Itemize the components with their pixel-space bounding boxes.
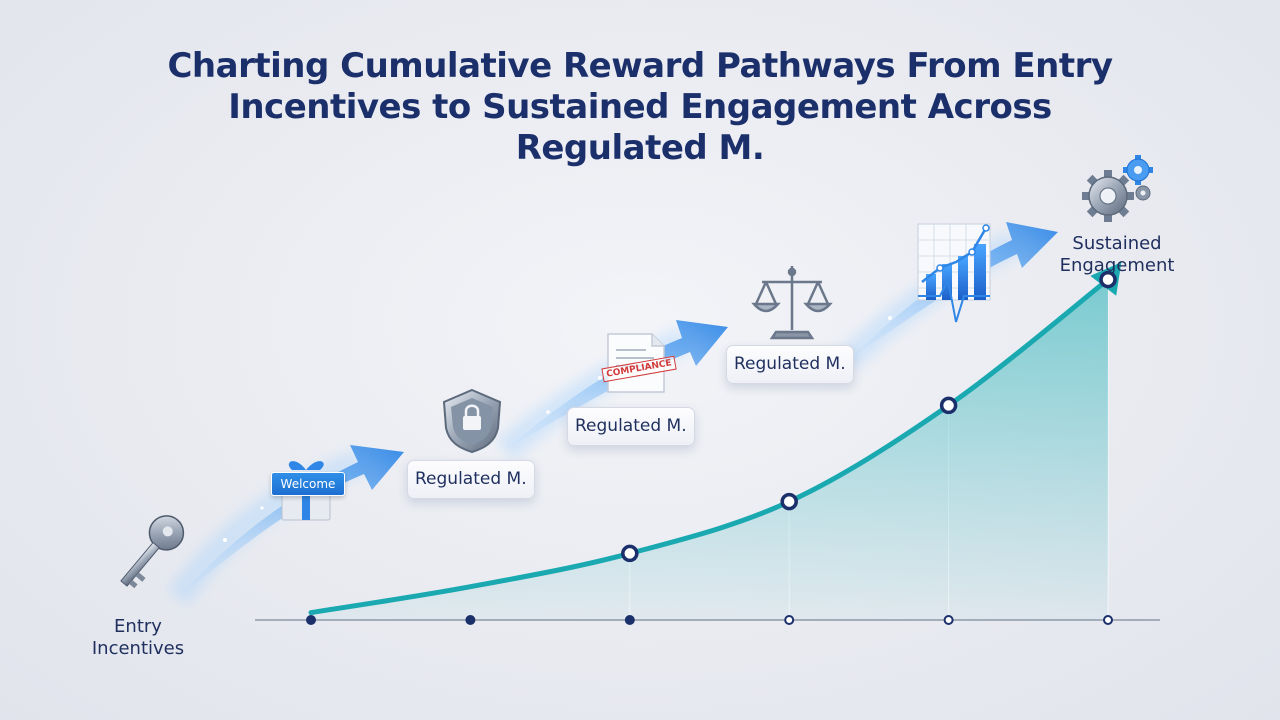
end-label: Sustained Engagement <box>1059 233 1175 276</box>
stage-label-1: Regulated M. <box>407 460 535 499</box>
key-icon <box>120 515 185 589</box>
gift-icon <box>281 461 331 521</box>
axis-tick <box>624 615 635 625</box>
axis-tick <box>1103 615 1113 625</box>
axis-tick <box>943 615 954 625</box>
curve-point <box>939 396 958 415</box>
axis-ticks <box>306 615 1113 625</box>
start-label: Entry Incentives <box>91 616 185 659</box>
stage-label-2: Regulated M. <box>567 407 695 446</box>
curve-point <box>621 544 639 563</box>
shield-lock-icon <box>442 388 502 454</box>
welcome-tag: Welcome <box>271 472 345 496</box>
scales-icon <box>751 266 833 340</box>
curve-point <box>1099 270 1117 289</box>
cumulative-curve <box>308 277 1111 616</box>
cumulative-area <box>311 279 1108 620</box>
curve-points <box>621 270 1117 563</box>
curve-point <box>780 492 798 511</box>
axis-tick <box>306 615 316 625</box>
stage-label-3: Regulated M. <box>726 345 854 384</box>
page-title: Charting Cumulative Reward Pathways From… <box>167 46 1113 168</box>
axis-tick <box>465 615 476 625</box>
growth-chart-icon <box>917 223 991 323</box>
gears-icon <box>1082 155 1153 222</box>
axis-tick <box>784 615 795 625</box>
